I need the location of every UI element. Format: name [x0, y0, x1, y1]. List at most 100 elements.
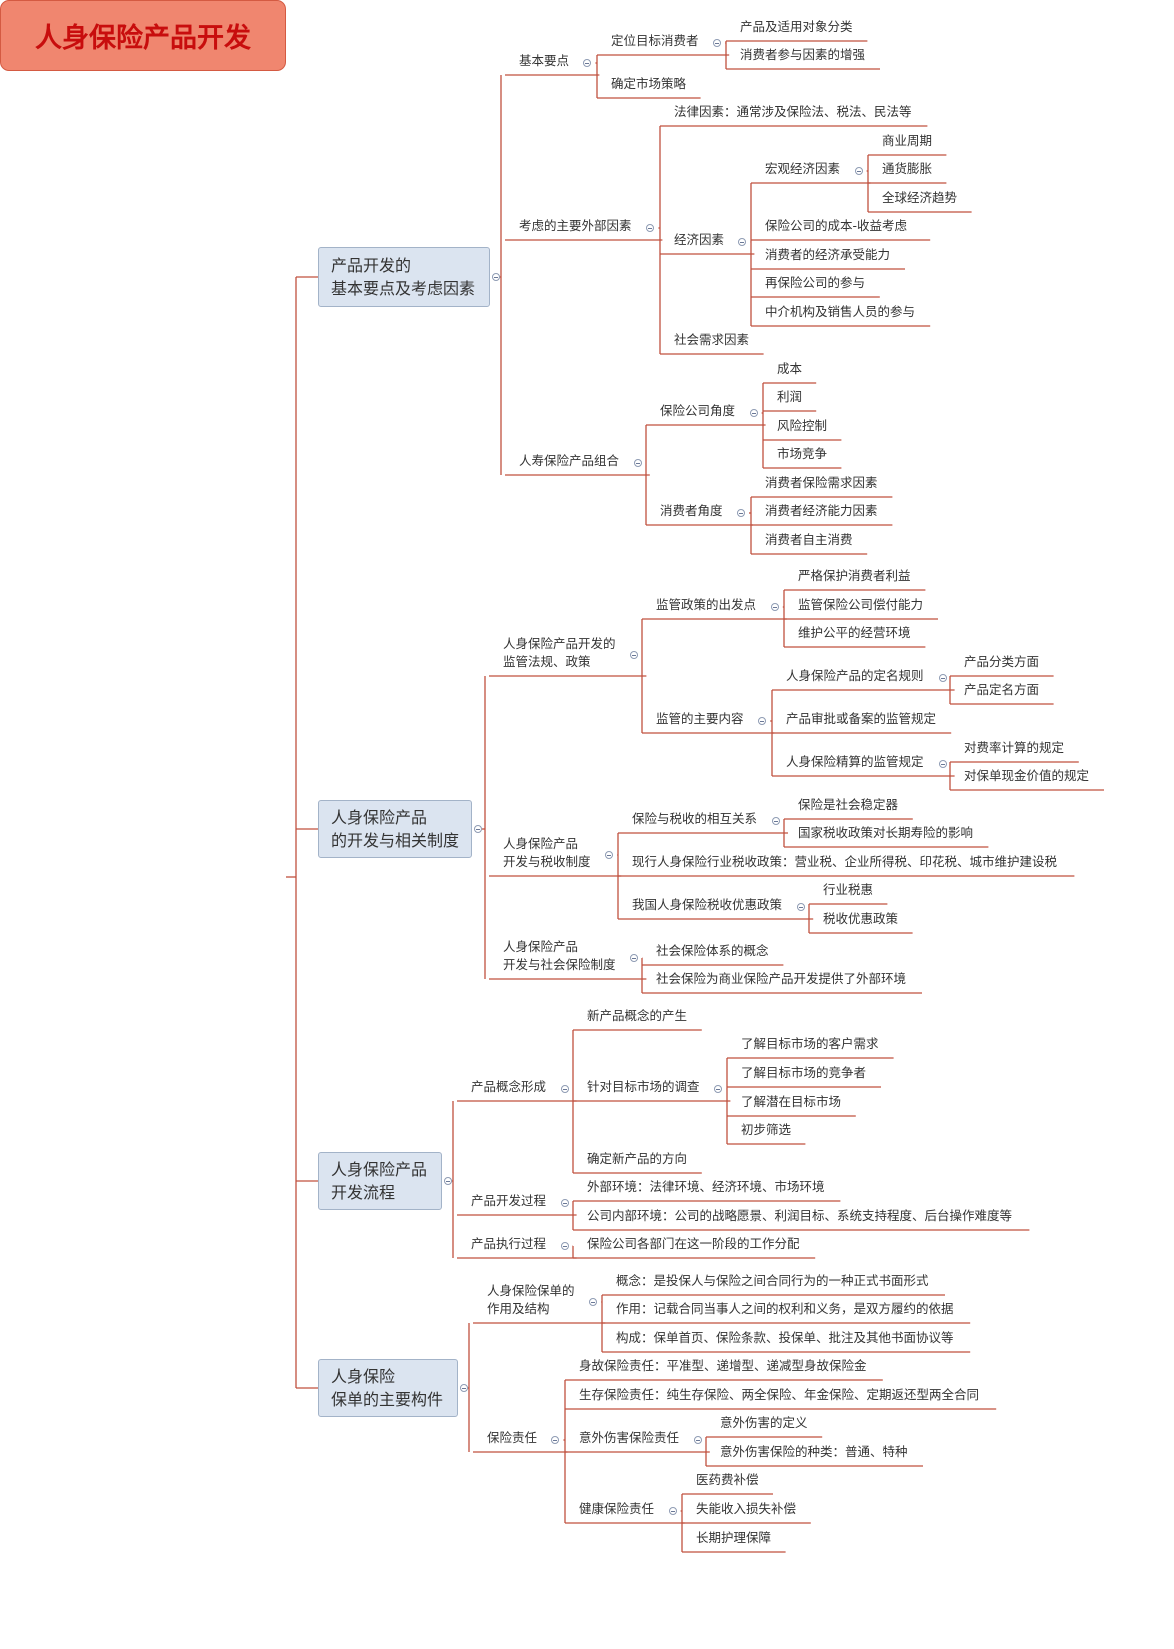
subtopic-0-1-1-0-2[interactable]: 全球经济趋势 — [882, 190, 958, 205]
subtopic-3-1-collapse-toggle-icon[interactable] — [551, 1436, 560, 1444]
subtopic-3-1[interactable]: 保险责任 — [487, 1430, 538, 1445]
subtopic-0-1-1-0-collapse-toggle-icon[interactable] — [854, 167, 863, 175]
subtopic-0-2[interactable]: 人寿保险产品组合 — [519, 453, 620, 468]
subtopic-0-2-1-2[interactable]: 消费者自主消费 — [765, 532, 853, 547]
subtopic-1-1-1[interactable]: 现行人身保险行业税收政策：营业税、企业所得税、印花税、城市维护建设税 — [632, 854, 1058, 869]
subtopic-3-1-2-collapse-toggle-icon[interactable] — [693, 1436, 702, 1444]
main-topic-3[interactable]: 人身保险产品 开发流程 — [318, 1152, 442, 1210]
subtopic-3-1-1[interactable]: 生存保险责任：纯生存保险、两全保险、年金保险、定期返还型两全合同 — [579, 1387, 980, 1402]
subtopic-0-0-1[interactable]: 确定市场策略 — [611, 76, 687, 91]
subtopic-2-1-collapse-toggle-icon[interactable] — [560, 1199, 569, 1207]
subtopic-1-0-1-1[interactable]: 产品审批或备案的监管规定 — [786, 711, 937, 726]
subtopic-1-2-1[interactable]: 社会保险为商业保险产品开发提供了外部环境 — [656, 971, 907, 986]
subtopic-3-1-2-0[interactable]: 意外伤害的定义 — [720, 1415, 808, 1430]
subtopic-2-0-1-2[interactable]: 了解潜在目标市场 — [741, 1094, 842, 1109]
subtopic-1-0-1-0-0[interactable]: 产品分类方面 — [964, 654, 1040, 669]
subtopic-3-0[interactable]: 人身保险保单的 作用及结构 — [487, 1283, 575, 1316]
subtopic-3-1-3-0[interactable]: 医药费补偿 — [696, 1472, 759, 1487]
subtopic-3-0-collapse-toggle-icon[interactable] — [589, 1298, 598, 1306]
subtopic-1-0-0-2[interactable]: 维护公平的经营环境 — [798, 625, 911, 640]
subtopic-1-1-2[interactable]: 我国人身保险税收优惠政策 — [632, 897, 783, 912]
subtopic-0-2-0-0[interactable]: 成本 — [777, 361, 803, 376]
subtopic-3-1-2[interactable]: 意外伤害保险责任 — [579, 1430, 680, 1445]
subtopic-0-0[interactable]: 基本要点 — [519, 53, 570, 68]
subtopic-0-1-1-collapse-toggle-icon[interactable] — [738, 238, 747, 246]
subtopic-3-0-0[interactable]: 概念：是投保人与保险之间合同行为的一种正式书面形式 — [616, 1273, 929, 1288]
subtopic-1-0-1-2-1[interactable]: 对保单现金价值的规定 — [964, 768, 1090, 783]
subtopic-0-2-1-collapse-toggle-icon[interactable] — [737, 509, 745, 517]
subtopic-1-0-1-2-0[interactable]: 对费率计算的规定 — [964, 740, 1065, 755]
subtopic-1-0-1-0[interactable]: 人身保险产品的定名规则 — [786, 668, 924, 683]
subtopic-1-2-0[interactable]: 社会保险体系的概念 — [656, 943, 769, 958]
subtopic-0-2-1[interactable]: 消费者角度 — [660, 503, 723, 518]
main-topic-1-collapse-toggle-icon[interactable] — [492, 273, 500, 281]
subtopic-2-2[interactable]: 产品执行过程 — [471, 1236, 547, 1251]
subtopic-2-0-0[interactable]: 新产品概念的产生 — [587, 1008, 688, 1023]
subtopic-0-2-0-2[interactable]: 风险控制 — [777, 418, 828, 433]
subtopic-1-0-collapse-toggle-icon[interactable] — [630, 651, 639, 659]
subtopic-0-1-1[interactable]: 经济因素 — [674, 232, 725, 247]
subtopic-3-1-3-2[interactable]: 长期护理保障 — [696, 1530, 772, 1545]
subtopic-0-2-1-0[interactable]: 消费者保险需求因素 — [765, 475, 878, 490]
subtopic-2-1-1[interactable]: 公司内部环境：公司的战略愿景、利润目标、系统支持程度、后台操作难度等 — [587, 1208, 1013, 1223]
subtopic-0-0-0-0[interactable]: 产品及适用对象分类 — [740, 19, 853, 34]
subtopic-2-0-1-3[interactable]: 初步筛选 — [741, 1122, 792, 1137]
subtopic-0-1-2[interactable]: 社会需求因素 — [674, 332, 750, 347]
subtopic-3-1-3-collapse-toggle-icon[interactable] — [668, 1507, 677, 1515]
subtopic-0-2-0-1[interactable]: 利润 — [777, 389, 803, 404]
subtopic-2-0-1-0[interactable]: 了解目标市场的客户需求 — [741, 1036, 879, 1051]
subtopic-1-1-collapse-toggle-icon[interactable] — [605, 851, 614, 859]
subtopic-2-2-0[interactable]: 保险公司各部门在这一阶段的工作分配 — [587, 1236, 800, 1251]
subtopic-3-1-3-1[interactable]: 失能收入损失补偿 — [696, 1501, 797, 1516]
subtopic-1-2[interactable]: 人身保险产品 开发与社会保险制度 — [503, 939, 616, 972]
main-topic-4-collapse-toggle-icon[interactable] — [460, 1384, 468, 1392]
subtopic-1-0-0-1[interactable]: 监管保险公司偿付能力 — [798, 597, 924, 612]
subtopic-1-1-2-0[interactable]: 行业税惠 — [823, 882, 874, 897]
subtopic-0-1-collapse-toggle-icon[interactable] — [646, 224, 655, 232]
subtopic-1-0-0-collapse-toggle-icon[interactable] — [770, 603, 779, 611]
subtopic-1-1[interactable]: 人身保险产品 开发与税收制度 — [503, 836, 591, 869]
subtopic-0-2-1-1[interactable]: 消费者经济能力因素 — [765, 503, 878, 518]
subtopic-2-0-1-1[interactable]: 了解目标市场的竞争者 — [741, 1065, 867, 1080]
subtopic-3-1-2-1[interactable]: 意外伤害保险的种类：普通、特种 — [720, 1444, 908, 1459]
subtopic-0-2-0-3[interactable]: 市场竞争 — [777, 446, 828, 461]
subtopic-0-1-1-0-1[interactable]: 通货膨胀 — [882, 161, 933, 176]
subtopic-1-1-0-collapse-toggle-icon[interactable] — [772, 817, 780, 825]
subtopic-0-1[interactable]: 考虑的主要外部因素 — [519, 218, 632, 233]
main-topic-2-collapse-toggle-icon[interactable] — [474, 825, 482, 833]
subtopic-1-1-0[interactable]: 保险与税收的相互关系 — [632, 811, 758, 826]
subtopic-2-0-1-collapse-toggle-icon[interactable] — [714, 1085, 723, 1093]
subtopic-0-2-collapse-toggle-icon[interactable] — [633, 459, 642, 467]
subtopic-1-1-2-collapse-toggle-icon[interactable] — [797, 903, 806, 911]
subtopic-0-1-1-1[interactable]: 保险公司的成本-收益考虑 — [765, 218, 908, 233]
subtopic-0-1-1-2[interactable]: 消费者的经济承受能力 — [765, 247, 891, 262]
subtopic-3-0-1[interactable]: 作用：记载合同当事人之间的权利和义务，是双方履约的依据 — [616, 1301, 954, 1316]
root-topic[interactable]: 人身保险产品开发 — [0, 0, 286, 71]
subtopic-2-0-collapse-toggle-icon[interactable] — [560, 1085, 569, 1093]
subtopic-1-0-1-2[interactable]: 人身保险精算的监管规定 — [786, 754, 924, 769]
subtopic-0-1-1-4[interactable]: 中介机构及销售人员的参与 — [765, 304, 916, 319]
subtopic-1-0-0-0[interactable]: 严格保护消费者利益 — [798, 568, 911, 583]
subtopic-3-1-0[interactable]: 身故保险责任：平准型、递增型、递减型身故保险金 — [579, 1358, 867, 1373]
subtopic-2-0-2[interactable]: 确定新产品的方向 — [587, 1151, 688, 1166]
subtopic-1-0[interactable]: 人身保险产品开发的 监管法规、政策 — [503, 636, 616, 669]
subtopic-0-0-0-collapse-toggle-icon[interactable] — [713, 39, 722, 47]
subtopic-1-0-1[interactable]: 监管的主要内容 — [656, 711, 744, 726]
subtopic-0-1-1-0-0[interactable]: 商业周期 — [882, 133, 933, 148]
main-topic-1[interactable]: 产品开发的 基本要点及考虑因素 — [318, 247, 490, 307]
subtopic-0-0-0[interactable]: 定位目标消费者 — [611, 33, 699, 48]
subtopic-1-1-0-1[interactable]: 国家税收政策对长期寿险的影响 — [798, 825, 974, 840]
subtopic-3-0-2[interactable]: 构成：保单首页、保险条款、投保单、批注及其他书面协议等 — [616, 1330, 954, 1345]
subtopic-0-1-1-0[interactable]: 宏观经济因素 — [765, 161, 841, 176]
subtopic-2-0-1[interactable]: 针对目标市场的调查 — [587, 1079, 700, 1094]
subtopic-1-1-2-1[interactable]: 税收优惠政策 — [823, 911, 899, 926]
main-topic-4[interactable]: 人身保险 保单的主要构件 — [318, 1359, 458, 1417]
subtopic-1-1-0-0[interactable]: 保险是社会稳定器 — [798, 797, 899, 812]
subtopic-0-0-0-1[interactable]: 消费者参与因素的增强 — [740, 47, 866, 62]
main-topic-3-collapse-toggle-icon[interactable] — [444, 1177, 452, 1185]
subtopic-1-0-1-0-1[interactable]: 产品定名方面 — [964, 682, 1040, 697]
subtopic-3-1-3[interactable]: 健康保险责任 — [579, 1501, 655, 1516]
subtopic-1-0-1-collapse-toggle-icon[interactable] — [758, 717, 767, 725]
subtopic-0-2-0[interactable]: 保险公司角度 — [660, 403, 736, 418]
subtopic-0-0-collapse-toggle-icon[interactable] — [583, 59, 592, 67]
